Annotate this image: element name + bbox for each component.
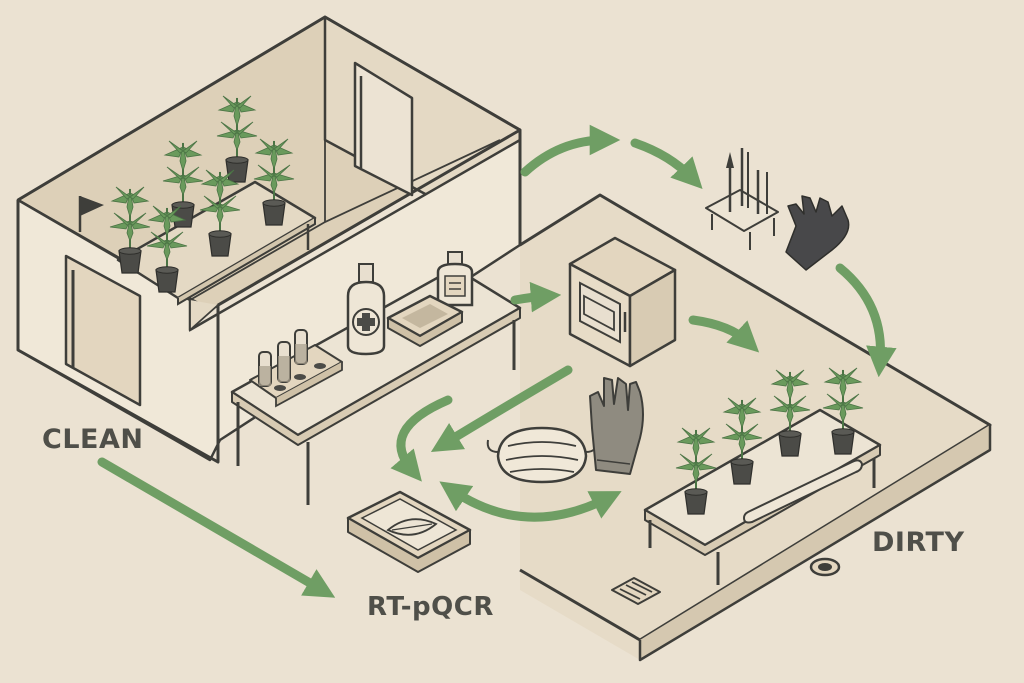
incubator-icon	[568, 236, 677, 368]
left-door	[64, 254, 142, 407]
spray-bottle-icon	[346, 263, 386, 356]
test-tube-rack-icon	[249, 329, 343, 408]
arrow-icon	[835, 263, 897, 378]
tool-holder-icon	[705, 148, 779, 250]
arrow-icon	[97, 457, 336, 598]
tray-icon	[386, 294, 464, 347]
arrow-icon	[520, 124, 621, 177]
flag-icon	[78, 196, 104, 232]
floor-vent-icon	[611, 577, 661, 605]
arrow-icon	[390, 395, 453, 482]
arrow-icon	[430, 365, 573, 452]
arrow-icon	[510, 281, 562, 313]
glove-icon	[589, 377, 644, 475]
arrow-icon	[630, 138, 703, 190]
dirty-zone-label: DIRTY	[872, 527, 965, 558]
arrow-icon	[439, 481, 622, 522]
glove-icon	[785, 195, 850, 271]
back-door	[353, 61, 414, 197]
sample-tray-icon	[346, 490, 472, 573]
workflow-arrows	[97, 124, 897, 598]
bottle-icon	[436, 251, 474, 307]
arrow-icon	[688, 315, 760, 353]
rt-pqcr-label: RT-pQCR	[367, 592, 494, 622]
clean-zone-label: CLEAN	[42, 424, 144, 455]
floor-drain-icon	[809, 557, 841, 577]
